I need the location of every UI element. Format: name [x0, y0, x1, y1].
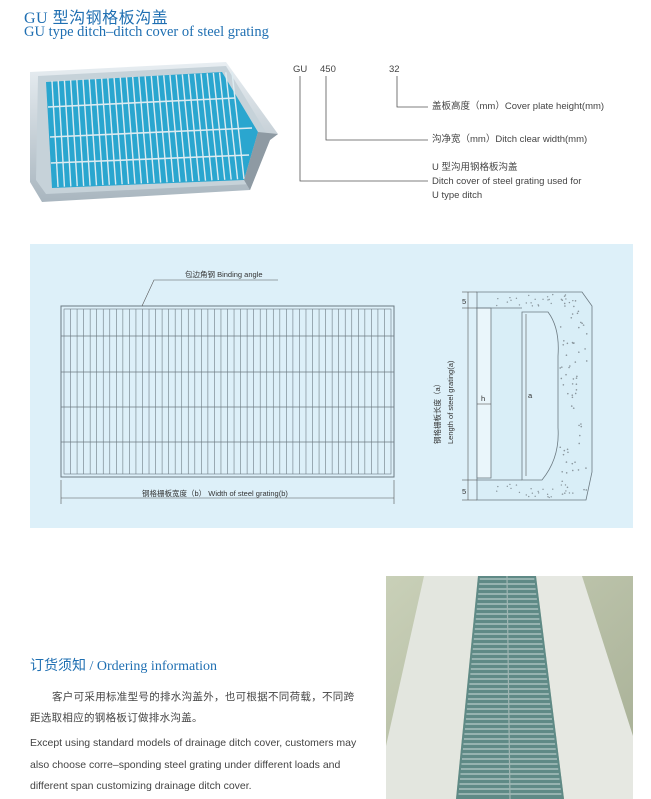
ordering-info-title: 订货须知 / Ordering information [30, 659, 218, 674]
ordering-info-text-en: Except using standard models of drainage… [30, 737, 357, 792]
model-code-prefix: GU [293, 64, 308, 75]
callout-ditch-clear-width: 沟净宽（mm）Ditch clear width(mm) [432, 134, 588, 145]
ditch-section-view [462, 291, 593, 501]
section-dim-bottom: 5 [462, 487, 466, 496]
page-title-cn: GU 型沟钢格板沟盖 [24, 10, 169, 27]
installed-ditch-photo [386, 576, 633, 799]
callout-ditch-type-en-line1: Ditch cover of steel grating used for [432, 176, 582, 187]
section-dim-h: h [481, 394, 485, 403]
technical-drawing-panel: 包边角钢 Binding angle 钢格栅板宽度（b） Width of st… [30, 244, 633, 528]
grating-width-label: 钢格栅板宽度（b） Width of steel grating(b) [142, 488, 288, 498]
grating-cover-product-image [30, 62, 278, 202]
binding-angle-label: 包边角钢 Binding angle [185, 269, 263, 279]
callout-ditch-type-cn: U 型沟用钢格板沟盖 [432, 162, 518, 173]
page-title-en: GU type ditch–ditch cover of steel grati… [24, 24, 269, 40]
model-code-width: 450 [320, 64, 336, 75]
grating-length-label-en: Length of steel grating(a) [446, 360, 455, 444]
callout-ditch-type-en-line2: U type ditch [432, 190, 483, 201]
grating-length-label-cn: 钢格栅板长度（a） [432, 380, 442, 444]
callout-cover-plate-height: 盖板高度（mm）Cover plate height(mm) [432, 101, 605, 112]
grating-plan-view [60, 305, 395, 478]
technical-drawing: 包边角钢 Binding angle 钢格栅板宽度（b） Width of st… [60, 269, 593, 504]
model-code-leader-lines [299, 76, 428, 182]
ordering-info-text-cn: 客户可采用标准型号的排水沟盖外，也可根据不同荷载，不同跨距选取相应的钢格板订做排… [30, 691, 355, 724]
model-code-height: 32 [389, 64, 400, 75]
section-dim-a: a [528, 391, 533, 400]
section-dim-top: 5 [462, 297, 466, 306]
